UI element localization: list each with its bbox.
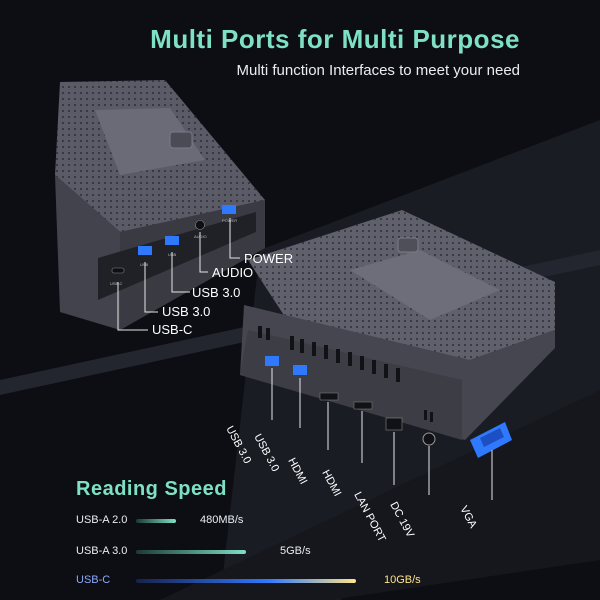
label-power: POWER <box>244 251 294 266</box>
speed-bar <box>136 579 356 583</box>
dc-jack-rear <box>422 432 436 446</box>
usbc-port-front <box>111 267 125 274</box>
rear-callout-lines <box>271 368 493 500</box>
printed-usbc-text: USB-C <box>110 281 123 286</box>
speed-row-usbc: USB-C 10GB/s <box>76 572 421 592</box>
power-button-front <box>222 205 236 214</box>
usb3-port-rear-a <box>265 356 279 366</box>
usb3-port-rear-b <box>293 365 307 375</box>
speed-name: USB-A 2.0 <box>76 514 128 526</box>
speed-value: 5GB/s <box>280 545 311 557</box>
audio-jack-front <box>195 220 205 230</box>
vent-slots <box>258 326 433 422</box>
speed-bar <box>136 550 246 554</box>
lan-port-rear <box>385 417 403 431</box>
speed-row-usba3: USB-A 3.0 5GB/s <box>76 543 416 563</box>
label-usb3-front-b: USB 3.0 <box>162 304 211 319</box>
speed-name: USB-A 3.0 <box>76 545 128 557</box>
reading-speed-title: Reading Speed <box>76 478 227 500</box>
speed-bar <box>136 519 176 523</box>
speed-name: USB-C <box>76 574 111 586</box>
printed-usb-text-a: USB <box>140 262 149 267</box>
speed-value: 10GB/s <box>384 574 421 586</box>
speed-value: 480MB/s <box>200 514 244 526</box>
label-usbc-front: USB-C <box>152 322 193 337</box>
page-subtitle: Multi function Interfaces to meet your n… <box>236 62 520 79</box>
front-callout-lines <box>117 218 240 331</box>
usb3-port-front-a <box>138 246 152 255</box>
page-title: Multi Ports for Multi Purpose <box>150 24 520 54</box>
label-audio: AUDIO <box>212 265 254 280</box>
hdmi-port-rear-a <box>319 392 339 401</box>
speed-row-usba2: USB-A 2.0 480MB/s <box>76 512 416 532</box>
hdmi-port-rear-b <box>353 401 373 410</box>
label-usb3-front-a: USB 3.0 <box>192 285 241 300</box>
usb3-port-front-b <box>165 236 179 245</box>
